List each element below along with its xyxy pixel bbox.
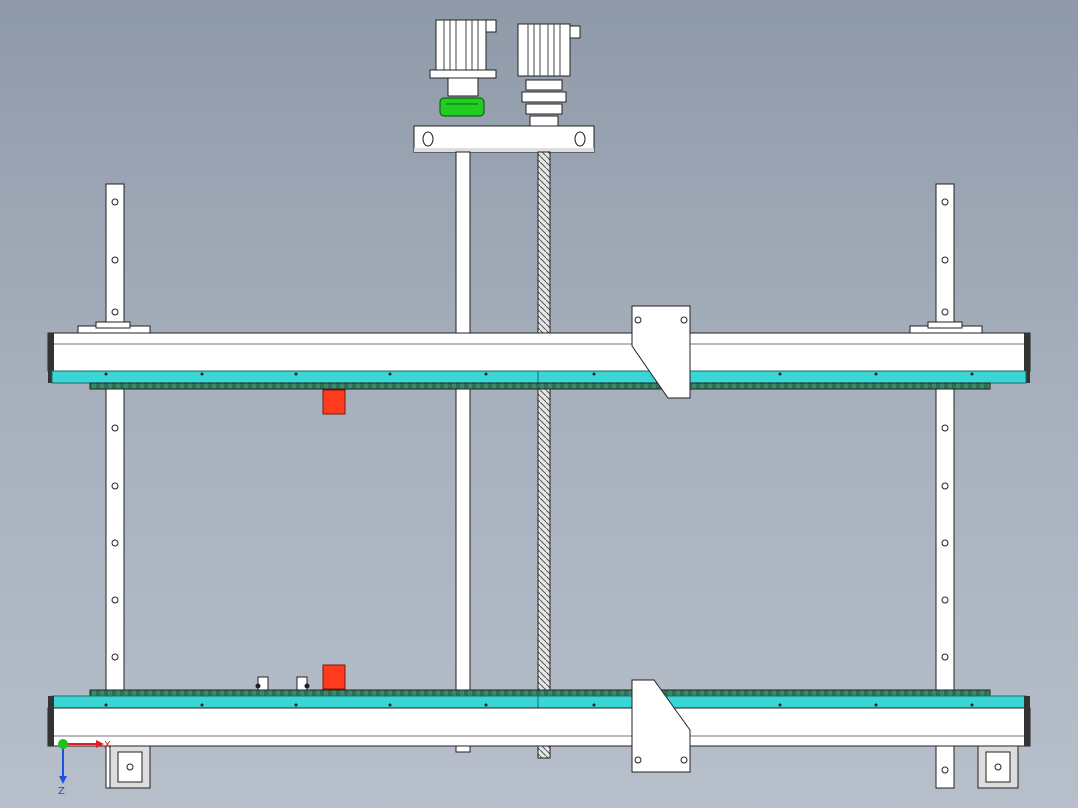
upper-conveyor-strip	[51, 370, 1027, 384]
triad-x-label: X	[104, 740, 111, 751]
lead-screw[interactable]	[537, 151, 551, 759]
triad-y-dot-icon	[58, 739, 68, 749]
lower-carriage-bracket[interactable]	[631, 679, 691, 773]
right-bearing-block[interactable]	[977, 745, 1019, 789]
triad-x-arrow-icon	[96, 740, 104, 748]
right-shaft-coupling[interactable]	[521, 79, 567, 127]
green-coupling[interactable]	[439, 97, 485, 117]
left-rail-mount	[77, 321, 151, 335]
upper-sensor-block[interactable]	[322, 389, 346, 415]
right-rail-mount	[909, 321, 983, 335]
upper-conveyor-beam[interactable]	[47, 332, 1031, 390]
lower-limit-switches[interactable]	[255, 676, 310, 691]
reference-triad: X Z	[58, 739, 111, 797]
left-bearing-block[interactable]	[109, 745, 151, 789]
lower-sensor-block[interactable]	[322, 664, 346, 690]
triad-z-arrow-icon	[59, 776, 67, 784]
lower-conveyor-beam[interactable]	[47, 689, 1031, 747]
lower-conveyor-strip	[51, 695, 1027, 709]
top-bearing-bracket[interactable]	[413, 125, 595, 153]
upper-carriage-bracket[interactable]	[631, 305, 691, 399]
left-stepper-motor[interactable]	[429, 19, 497, 97]
guide-rod[interactable]	[455, 151, 471, 753]
right-stepper-motor[interactable]	[517, 23, 581, 77]
triad-z-label: Z	[58, 786, 65, 797]
